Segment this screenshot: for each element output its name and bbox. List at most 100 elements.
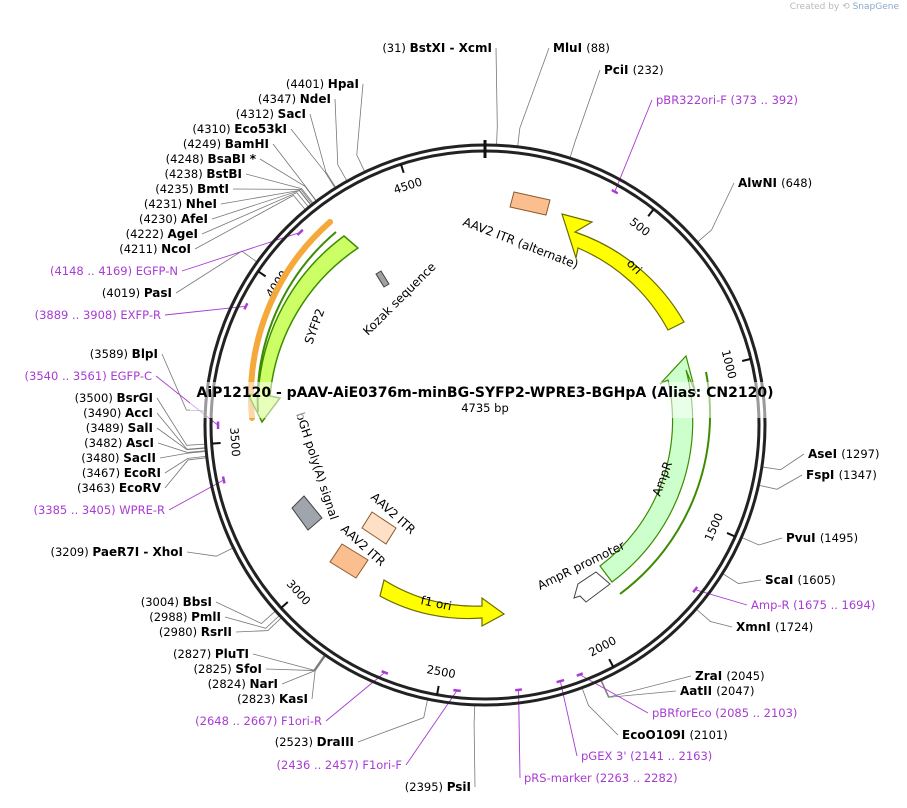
site-label[interactable]: EcoO109I (2101): [622, 728, 728, 742]
tick-mark: [211, 442, 221, 445]
site-label[interactable]: XmnI (1724): [736, 620, 813, 634]
site-label[interactable]: ScaI (1605): [765, 573, 836, 587]
site-position: (1724): [775, 620, 813, 634]
primer-range: (4148 .. 4169): [50, 264, 136, 278]
primer-label[interactable]: (3889 .. 3908) EXFP-R: [35, 308, 161, 322]
site-label[interactable]: (3004) BbsI: [141, 595, 212, 609]
site-label[interactable]: (4222) AgeI: [126, 227, 198, 241]
site-label[interactable]: (3209) PaeR7I - XhoI: [50, 545, 183, 559]
site-label[interactable]: (2825) SfoI: [194, 662, 262, 676]
primer-label[interactable]: pBRforEco (2085 .. 2103): [652, 706, 797, 720]
site-label[interactable]: (2824) NarI: [208, 677, 278, 691]
feature-f1-ori-arrow[interactable]: [379, 579, 506, 628]
site-connector: [156, 397, 205, 446]
site-name: FspI: [806, 468, 839, 482]
primer-mark[interactable]: [453, 688, 461, 693]
site-name: PluTI: [215, 647, 249, 661]
site-label[interactable]: FspI (1347): [806, 468, 877, 482]
primer-range: (3385 .. 3405): [34, 503, 120, 517]
site-connector: [157, 442, 206, 453]
site-label[interactable]: MluI (88): [553, 41, 610, 55]
feature-ampr-promoter[interactable]: [573, 571, 611, 603]
site-label[interactable]: PvuI (1495): [786, 531, 858, 545]
feature-aav2-itr-lower-2[interactable]: [361, 511, 397, 545]
site-label[interactable]: (31) BstXI - XcmI: [382, 41, 492, 55]
primer-label[interactable]: (3385 .. 3405) WPRE-R: [34, 503, 166, 517]
primer-mark[interactable]: [692, 586, 699, 594]
site-position: (2823): [237, 692, 279, 706]
feature-ori-arrow[interactable]: [561, 213, 685, 331]
site-connector: [164, 455, 206, 474]
site-name: NheI: [186, 197, 217, 211]
site-name: DraIII: [317, 735, 354, 749]
primer-label[interactable]: (4148 .. 4169) EGFP-N: [50, 264, 178, 278]
site-label[interactable]: (3490) AccI: [83, 406, 153, 420]
site-position: (4235): [155, 182, 197, 196]
site-label[interactable]: (4238) BstBI: [164, 167, 242, 181]
site-connector: [224, 615, 280, 629]
primer-mark[interactable]: [515, 688, 523, 692]
site-label[interactable]: (3589) BlpI: [90, 347, 158, 361]
primer-label[interactable]: (3540 .. 3561) EGFP-C: [25, 369, 152, 383]
site-label[interactable]: (4347) NdeI: [258, 92, 331, 106]
primer-mark[interactable]: [296, 228, 304, 236]
site-label[interactable]: (4230) AfeI: [139, 212, 208, 226]
plasmid-length: 4735 bp: [461, 401, 509, 415]
primer-label[interactable]: pRS-marker (2263 .. 2282): [524, 771, 678, 785]
primer-mark[interactable]: [381, 670, 389, 675]
site-label[interactable]: (4248) BsaBI *: [166, 152, 257, 166]
site-label[interactable]: (3480) SacII: [81, 451, 156, 465]
site-name: SacII: [123, 451, 156, 465]
primer-mark[interactable]: [556, 678, 565, 684]
primer-mark[interactable]: [243, 302, 249, 310]
site-label[interactable]: (3467) EcoRI: [82, 466, 161, 480]
site-label[interactable]: AatII (2047): [680, 684, 754, 698]
site-label[interactable]: (4310) Eco53kI: [192, 122, 287, 136]
feature-aav2-itr-alt[interactable]: [509, 191, 551, 216]
site-label[interactable]: (2395) PsiI: [405, 780, 471, 794]
primer-label[interactable]: pGEX 3' (2141 .. 2163): [581, 749, 712, 763]
site-label[interactable]: (3500) BsrGI: [75, 391, 153, 405]
site-position: (3500): [75, 391, 117, 405]
site-label[interactable]: (2823) KasI: [237, 692, 308, 706]
site-label[interactable]: (2988) PmlI: [149, 610, 221, 624]
site-label[interactable]: AlwNI (648): [738, 176, 812, 190]
site-label[interactable]: (4019) PasI: [102, 286, 172, 300]
site-label[interactable]: (4211) NcoI: [119, 242, 191, 256]
primer-mark[interactable]: [611, 188, 619, 195]
site-label[interactable]: (3482) AscI: [84, 436, 154, 450]
site-label[interactable]: (4235) BmtI: [155, 182, 229, 196]
primer-label[interactable]: pBR322ori-F (373 .. 392): [656, 93, 798, 107]
site-position: (2825): [194, 662, 236, 676]
site-label[interactable]: (2980) RsrII: [159, 625, 232, 639]
site-label[interactable]: (2523) DraIII: [275, 735, 354, 749]
site-label[interactable]: (3463) EcoRV: [77, 481, 162, 495]
site-connector: [201, 192, 309, 235]
site-label[interactable]: (2827) PluTI: [173, 647, 249, 661]
site-name: BlpI: [132, 347, 158, 361]
primer-label[interactable]: (2648 .. 2667) F1ori-R: [195, 714, 322, 728]
primer-connector: [325, 672, 386, 722]
site-label[interactable]: (4312) SacI: [236, 107, 306, 121]
primer-range: (3889 .. 3908): [35, 308, 121, 322]
primer-label[interactable]: Amp-R (1675 .. 1694): [751, 598, 875, 612]
feature-kozak[interactable]: [375, 270, 390, 288]
site-label[interactable]: ZraI (2045): [695, 669, 765, 683]
site-label[interactable]: (4249) BamHI: [183, 137, 269, 151]
connector-lines: [155, 47, 805, 788]
feature-aav2-itr-lower-1[interactable]: [329, 543, 369, 579]
site-label[interactable]: (4231) NheI: [144, 197, 217, 211]
site-label[interactable]: AseI (1297): [808, 447, 879, 461]
site-label[interactable]: PciI (232): [604, 63, 664, 77]
site-position: (4249): [183, 137, 225, 151]
feature-bgh-polya[interactable]: [291, 495, 323, 531]
site-connector: [186, 547, 233, 557]
site-label[interactable]: (4401) HpaI: [286, 77, 359, 91]
primer-mark[interactable]: [576, 672, 584, 677]
primer-name: WPRE-R: [119, 503, 165, 517]
site-connector: [164, 457, 206, 489]
site-connector: [215, 601, 276, 625]
primer-mark[interactable]: [221, 476, 226, 484]
primer-label[interactable]: (2436 .. 2457) F1ori-F: [277, 758, 402, 772]
site-label[interactable]: (3489) SalI: [86, 421, 153, 435]
